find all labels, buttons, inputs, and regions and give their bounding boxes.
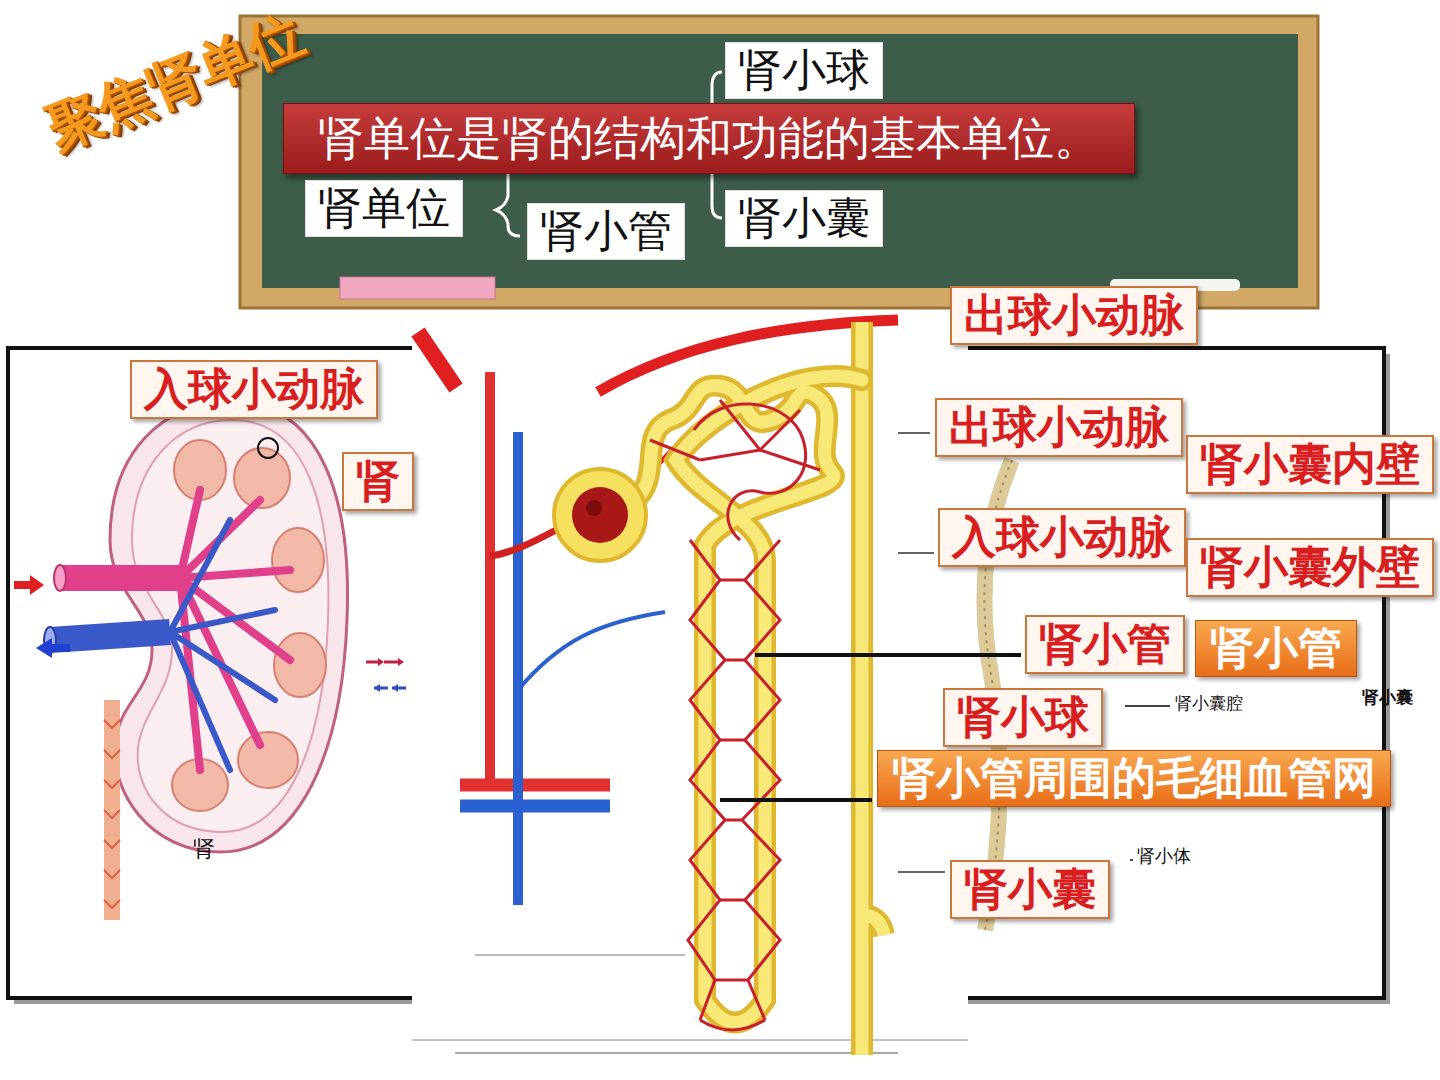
node-text: 出球小动脉 (949, 402, 1169, 453)
illustration-part (14, 581, 32, 589)
part-label: 肾小囊腔 (1175, 694, 1243, 714)
illustration-part (418, 332, 456, 388)
illustration-part (60, 565, 180, 591)
label-box: 肾小管 (1025, 615, 1185, 674)
highlight-box: 肾小管 (1195, 620, 1357, 677)
node-text: 肾小囊 (738, 193, 870, 244)
node-text: 肾单位是肾的结构和功能的基本单位。 (318, 112, 1100, 165)
node-text: 肾小球 (738, 45, 870, 96)
chalk-box: 肾小管 (527, 203, 685, 260)
node-text: 肾小管 (1039, 619, 1171, 670)
chalk-box: 肾单位 (305, 180, 463, 237)
illustration-part (258, 438, 278, 458)
illustration-part (460, 800, 610, 813)
node-text: 肾小囊内壁 (1200, 439, 1420, 490)
node-text: 入球小动脉 (144, 364, 364, 415)
label-box: 出球小动脉 (950, 286, 1198, 345)
node-text: 肾小管周围的毛细血管网 (892, 753, 1376, 804)
illustration-part (700, 580, 765, 1030)
label-box: 出球小动脉 (935, 398, 1183, 457)
part-label: 肾 (193, 836, 215, 861)
highlight-box: 肾小管周围的毛细血管网 (877, 750, 1391, 807)
illustration-part (272, 528, 324, 592)
illustration-part (30, 575, 44, 595)
illustration-part (50, 520, 275, 770)
node-text: 肾小囊外壁 (1200, 542, 1420, 593)
node-text: 肾小管 (1210, 623, 1342, 674)
illustration-part (688, 540, 725, 1020)
illustration-part (460, 779, 610, 792)
illustration-part (378, 658, 404, 666)
chalk-box: 肾小囊 (725, 190, 883, 247)
node-text: 入球小动脉 (952, 512, 1172, 563)
illustration-part (862, 322, 884, 1055)
illustration-part (238, 732, 298, 788)
part-label: 肾小体 (1137, 846, 1191, 867)
chalk-box: 肾小球 (725, 42, 883, 99)
illustration-part (586, 500, 602, 516)
chalkboard (240, 16, 1318, 308)
illustration-part (572, 487, 628, 543)
illustration-part (513, 432, 523, 905)
illustration-part (554, 469, 646, 561)
illustration-part (36, 638, 52, 658)
illustration-part (340, 277, 495, 299)
label-box: 肾 (342, 452, 414, 511)
label-box: 入球小动脉 (938, 508, 1186, 567)
illustration-part (50, 644, 70, 652)
label-box: 肾小囊外壁 (1186, 538, 1434, 597)
illustration-part (104, 720, 120, 908)
nephron-drawing (412, 312, 968, 1055)
illustration-part (518, 612, 665, 690)
illustration-part (640, 376, 862, 1022)
illustration-part (54, 565, 66, 591)
illustration-part (742, 540, 780, 1020)
node-text: 肾 (356, 456, 400, 507)
label-box: 肾小球 (943, 688, 1103, 747)
illustration-part (240, 16, 1318, 308)
label-box: 入球小动脉 (130, 360, 378, 419)
illustration-part (274, 633, 326, 697)
illustration-part (862, 322, 884, 1055)
illustration-part (104, 700, 120, 920)
illustration-part (485, 372, 495, 790)
node-text: 肾小球 (957, 692, 1089, 743)
label-box: 肾小囊内壁 (1186, 435, 1434, 494)
part-label: 肾小囊 (1362, 688, 1413, 708)
illustration-part (720, 798, 872, 802)
illustration-part (374, 684, 398, 692)
node-text: 肾小管 (540, 206, 672, 257)
label-box: 肾小囊 (950, 860, 1110, 919)
node-text: 肾小囊 (964, 864, 1096, 915)
illustration-part (640, 376, 862, 1022)
illustration-part (412, 1040, 968, 1041)
illustration-part (50, 632, 170, 640)
illustration-part (650, 400, 820, 540)
illustration-part (755, 653, 1021, 657)
banner: 肾单位是肾的结构和功能的基本单位。 (283, 103, 1135, 174)
illustration-part (475, 955, 685, 956)
node-text: 肾单位 (318, 183, 450, 234)
illustration-part (455, 1053, 898, 1054)
node-text: 出球小动脉 (964, 290, 1184, 341)
illustration-part (262, 34, 1298, 288)
